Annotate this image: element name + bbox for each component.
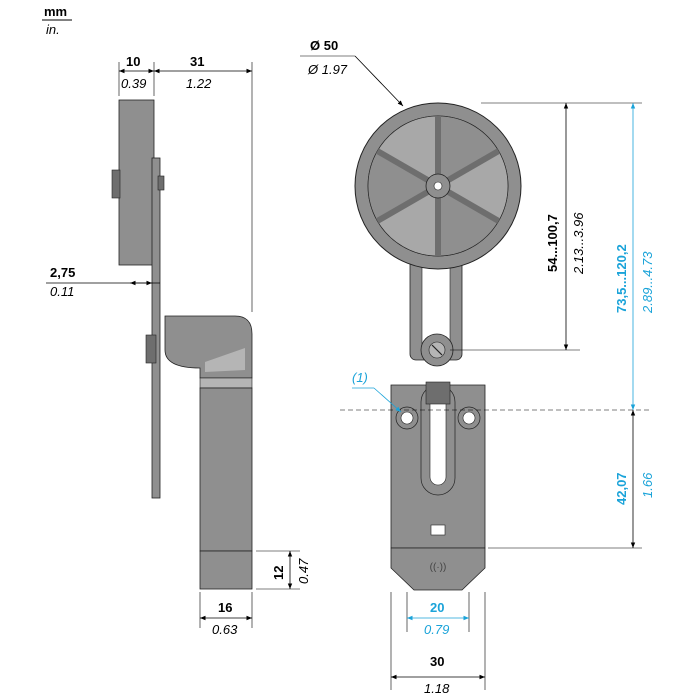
front-mount-hole-right [462,411,476,425]
side-view: 10 0.39 31 1.22 2,75 0.11 12 0.47 16 0.6… [46,54,311,637]
front-width-mm: 30 [430,654,444,669]
front-total-mm: 73,5...120,2 [614,244,629,313]
side-plate-mm: 2,75 [50,265,75,280]
front-diam-leader [354,55,404,107]
front-body-in: 1.66 [640,472,655,498]
signal-icon: ((·)) [430,562,447,573]
side-dim-b-in: 1.22 [186,76,212,91]
front-body-mm: 42,07 [614,472,629,505]
front-view: ((·)) Ø 50 Ø 1.97 54...100,7 2.13...3.96… [300,38,655,696]
front-plunger [425,381,451,405]
units-legend: mm in. [42,4,72,37]
side-dim-w-in: 0.63 [212,622,238,637]
side-dim-b-mm: 31 [190,54,204,69]
side-dim-a-mm: 10 [126,54,140,69]
front-arm-mm: 54...100,7 [545,214,560,272]
front-mount-hole-left [400,411,414,425]
side-body-collar [199,377,253,389]
side-roller-hub [111,169,121,199]
front-callout-leader [373,387,402,413]
side-roller [118,99,155,266]
front-callout: (1) [352,370,368,385]
front-holes-mm: 20 [430,600,444,615]
front-led-window [430,524,446,536]
side-dim-h-mm: 12 [271,566,286,580]
front-plunger-slot [429,394,447,486]
front-roller-axle [433,181,443,191]
side-plate-in: 0.11 [50,284,74,299]
side-dim-a-in: 0.39 [121,76,146,91]
front-width-in: 1.18 [424,681,450,696]
front-diam-in: Ø 1.97 [307,62,348,77]
front-total-in: 2.89...4.73 [640,251,655,314]
unit-in: in. [46,22,60,37]
front-arm-in: 2.13...3.96 [571,212,586,275]
side-dim-w-mm: 16 [218,600,232,615]
side-pivot-screw [145,334,157,364]
side-dim-h-in: 0.47 [296,558,311,584]
side-body-base [199,550,253,590]
front-holes-in: 0.79 [424,622,449,637]
front-pivot-slot [431,344,443,356]
side-head-highlight [205,348,245,372]
side-lever-screw [157,175,165,191]
side-lever-plate [151,157,161,499]
unit-mm: mm [44,4,67,19]
front-diam-mm: Ø 50 [310,38,338,53]
front-body-base [390,547,486,591]
side-body [199,387,253,552]
